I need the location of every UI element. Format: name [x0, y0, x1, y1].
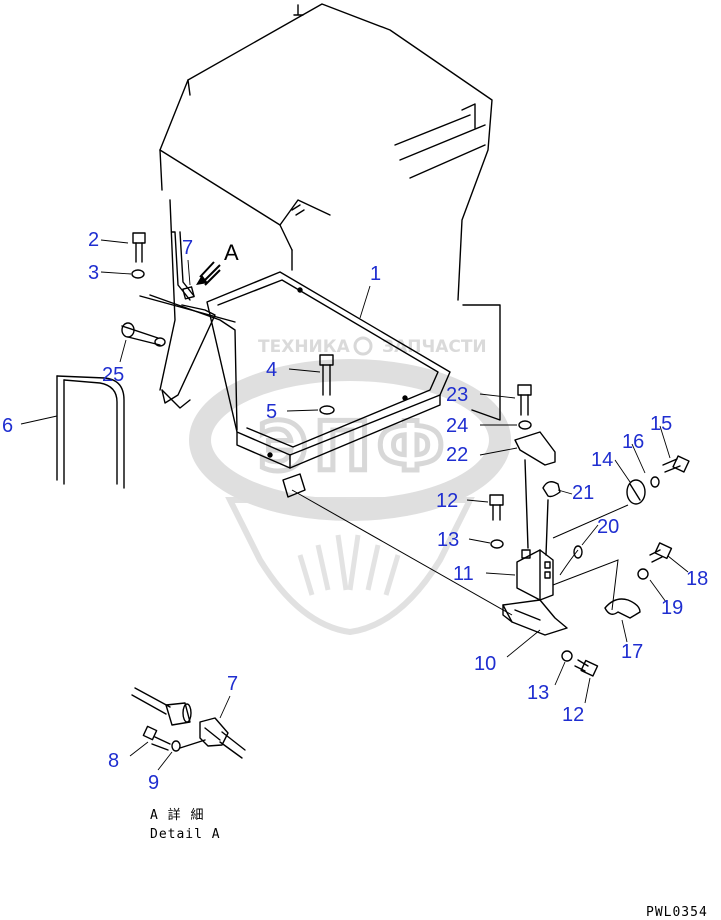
bolt-12-lower	[574, 659, 599, 677]
bolt-4	[319, 354, 334, 396]
callout-19: 19	[661, 597, 683, 619]
watermark-text-right: ЗАПЧАСТИ	[382, 337, 487, 357]
callout-4: 4	[266, 359, 277, 381]
clamp-17	[604, 598, 641, 619]
view-label: A	[224, 240, 239, 265]
breather-hose	[171, 231, 195, 301]
callout-22: 22	[446, 444, 468, 466]
bolt-2	[132, 232, 146, 263]
clip-21	[542, 481, 561, 498]
callout-23: 23	[446, 384, 468, 406]
washer-5	[319, 405, 335, 415]
washer-19	[637, 568, 649, 580]
detail-a	[131, 687, 246, 759]
washer-13-lower	[561, 650, 573, 662]
view-arrow: A	[196, 240, 239, 286]
rubber-pad	[282, 473, 306, 498]
drawing-code: PWL0354	[646, 905, 708, 920]
gear-icon	[353, 336, 373, 356]
callout-18: 18	[686, 568, 708, 590]
callout-7-detail: 7	[227, 673, 238, 695]
wire-lead-20	[559, 549, 579, 576]
washer-13-upper	[490, 539, 504, 549]
bolt-12-upper	[489, 494, 504, 521]
callout-21: 21	[572, 482, 594, 504]
rod	[291, 489, 513, 616]
callout-10: 10	[474, 653, 496, 675]
detail-caption-en: Detail A	[150, 827, 221, 842]
callout-7-main: 7	[182, 237, 193, 259]
callout-16: 16	[622, 431, 644, 453]
washer-16	[650, 476, 660, 488]
bolt-18	[649, 542, 673, 563]
callout-8: 8	[108, 750, 119, 772]
callout-17: 17	[621, 641, 643, 663]
housing	[159, 3, 501, 421]
washer-3	[131, 269, 145, 279]
callout-labels: 1 2 3 4 5 6 7 7 8 9 10 11 12 12 13 13 14…	[2, 229, 708, 794]
u-bar	[56, 375, 125, 489]
side-bracket	[121, 294, 238, 431]
wire-to-cap	[552, 504, 629, 539]
bolt-23	[517, 384, 532, 416]
watermark-text-left: ТЕХНИКА	[258, 337, 351, 357]
callout-25: 25	[102, 364, 124, 386]
grommet-20	[573, 545, 583, 559]
callout-12-lower: 12	[562, 704, 584, 726]
callout-6: 6	[2, 415, 13, 437]
callout-13-upper: 13	[437, 529, 459, 551]
frame-bracket	[206, 271, 451, 469]
cap-14	[626, 479, 646, 505]
bolt-15	[662, 455, 690, 473]
bracket-10	[502, 599, 568, 636]
detail-caption-jp: A 詳 細	[150, 807, 204, 823]
callout-3: 3	[88, 262, 99, 284]
callout-5: 5	[266, 401, 277, 423]
washer-24	[518, 420, 532, 430]
callout-15: 15	[650, 413, 672, 435]
watermark: ЭПФ ТЕХНИКА ЗАПЧАСТИ	[189, 336, 511, 636]
watermark-logo: ЭПФ	[258, 408, 450, 487]
callout-20: 20	[597, 516, 619, 538]
callout-13-lower: 13	[527, 682, 549, 704]
switch-box	[516, 459, 554, 601]
wire-harness	[552, 559, 619, 611]
callout-9: 9	[148, 772, 159, 794]
leader-lines	[20, 239, 689, 771]
callout-24: 24	[446, 415, 468, 437]
callout-1: 1	[370, 263, 381, 285]
callout-11: 11	[453, 563, 474, 585]
callout-12-upper: 12	[436, 490, 458, 512]
callout-14: 14	[591, 449, 613, 471]
callout-2: 2	[88, 229, 99, 251]
plate-22	[514, 431, 556, 466]
